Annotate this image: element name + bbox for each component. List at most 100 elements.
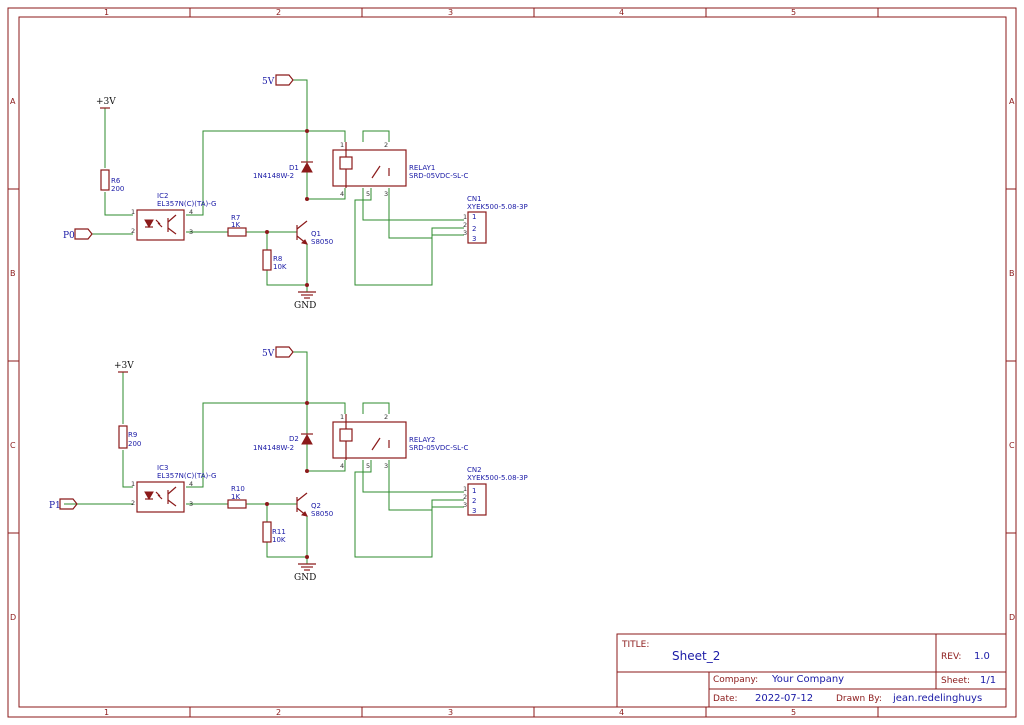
component-value: 10K <box>272 536 286 544</box>
component-ref: Q2 <box>311 502 321 510</box>
ground-label: GND <box>294 573 316 583</box>
component-ref: D2 <box>289 435 299 443</box>
pin-number: 1 <box>340 413 344 421</box>
wires <box>92 79 464 292</box>
column-label: 5 <box>791 8 796 17</box>
row-labels-left: A B C D <box>10 97 16 622</box>
relay: 1 2 4 5 3 RELAY1 SRD-05VDC-SL-C <box>332 141 468 198</box>
title-block: TITLE: Sheet_2 REV: 1.0 Company: Your Co… <box>616 633 1007 708</box>
date-label: Date: <box>713 694 738 704</box>
component-ref: D1 <box>289 164 299 172</box>
row-labels-right: A B C D <box>1009 97 1015 622</box>
component-value: EL357N(C)(TA)-G <box>157 200 216 208</box>
row-label: A <box>10 97 16 106</box>
component-ref: RELAY1 <box>409 164 435 172</box>
component-value: SRD-05VDC-SL-C <box>409 444 468 452</box>
pin-number: 1 <box>463 485 467 493</box>
column-label: 1 <box>104 8 109 17</box>
pin-number: 3 <box>463 501 467 509</box>
column-label: 1 <box>104 708 109 717</box>
pin-number: 5 <box>366 462 370 470</box>
connector-pin-label: 3 <box>472 507 476 515</box>
relay: 1 2 4 5 3 RELAY2 SRD-05VDC-SL-C <box>332 413 468 470</box>
input-port-label: P1 <box>49 501 61 511</box>
pin-number: 2 <box>131 227 135 235</box>
sheet-frame <box>7 7 1017 718</box>
pin-number: 1 <box>131 208 135 216</box>
pin-number: 2 <box>384 141 388 149</box>
date-value: 2022-07-12 <box>755 693 813 704</box>
optocoupler: IC2 EL357N(C)(TA)-G 1 2 3 4 <box>131 192 216 241</box>
component-value: S8050 <box>311 238 333 246</box>
npn-transistor: Q1 S8050 <box>296 220 333 246</box>
pin-number: 4 <box>189 208 193 216</box>
connector-pin-label: 1 <box>472 213 476 221</box>
power-symbol-3v: +3V <box>96 97 116 109</box>
pin-number: 3 <box>384 190 388 198</box>
column-labels-bottom: 1 2 3 4 5 <box>104 708 796 717</box>
power-net-label: 5V <box>262 77 275 87</box>
component-value: XYEK500-5.08-3P <box>467 474 528 482</box>
component-ref: R11 <box>272 528 286 536</box>
optocoupler: IC3 EL357N(C)(TA)-G 1 2 3 4 <box>131 464 216 513</box>
connector-pin-label: 2 <box>472 225 476 233</box>
resistor-base: R7 1K <box>227 214 247 237</box>
row-label: B <box>1009 269 1015 278</box>
column-label: 2 <box>276 8 281 17</box>
revision-label: REV: <box>941 652 961 662</box>
connector-pin-label: 2 <box>472 497 476 505</box>
row-label: D <box>1009 613 1015 622</box>
component-value: EL357N(C)(TA)-G <box>157 472 216 480</box>
npn-transistor: Q2 S8050 <box>296 492 333 518</box>
pin-number: 3 <box>463 229 467 237</box>
power-net-label: +3V <box>96 97 116 107</box>
component-ref: CN1 <box>467 195 482 203</box>
component-value: 1N4148W-2 <box>253 172 294 180</box>
component-value: 10K <box>273 263 287 271</box>
column-labels-top: 1 2 3 4 5 <box>104 8 796 17</box>
connector-pin-label: 3 <box>472 235 476 243</box>
resistor-pullup: R9 200 <box>118 425 141 449</box>
power-port-5v: 5V <box>262 74 294 87</box>
component-value: XYEK500-5.08-3P <box>467 203 528 211</box>
ground-symbol: GND <box>294 563 316 583</box>
drawn-by-label: Drawn By: <box>836 694 882 704</box>
pin-number: 3 <box>384 462 388 470</box>
power-port-5v: 5V <box>262 346 294 359</box>
component-ref: Q1 <box>311 230 321 238</box>
flyback-diode: D1 1N4148W-2 <box>253 161 313 180</box>
sheet-number-value: 1/1 <box>980 675 996 686</box>
flyback-diode: D2 1N4148W-2 <box>253 433 313 452</box>
component-value: 200 <box>128 440 141 448</box>
component-ref: IC3 <box>157 464 168 472</box>
row-label: D <box>10 613 16 622</box>
resistor-pulldown: R11 10K <box>262 521 286 544</box>
column-label: 4 <box>619 8 624 17</box>
column-label: 2 <box>276 708 281 717</box>
component-value: S8050 <box>311 510 333 518</box>
component-ref: R6 <box>111 177 121 185</box>
component-value: 1K <box>231 221 240 229</box>
sheet-title: Sheet_2 <box>672 649 720 663</box>
relay-driver-circuit-2: +3V 5V P1 GND R9 200 <box>49 346 528 583</box>
row-label: B <box>10 269 16 278</box>
wires <box>64 351 464 564</box>
power-net-label: +3V <box>114 361 134 371</box>
component-ref: R9 <box>128 431 137 439</box>
pin-number: 5 <box>366 190 370 198</box>
pin-number: 1 <box>463 213 467 221</box>
pin-number: 4 <box>340 190 344 198</box>
pin-number: 2 <box>463 221 467 229</box>
pin-number: 2 <box>463 493 467 501</box>
company-value: Your Company <box>771 674 844 685</box>
pin-number: 4 <box>189 480 193 488</box>
component-ref: RELAY2 <box>409 436 435 444</box>
connector-pin-label: 1 <box>472 487 476 495</box>
ground-symbol: GND <box>294 291 316 311</box>
pin-number: 1 <box>131 480 135 488</box>
row-label: C <box>1009 441 1015 450</box>
pin-number: 2 <box>131 499 135 507</box>
input-port: P0 <box>63 228 93 241</box>
title-label: TITLE: <box>621 640 649 650</box>
